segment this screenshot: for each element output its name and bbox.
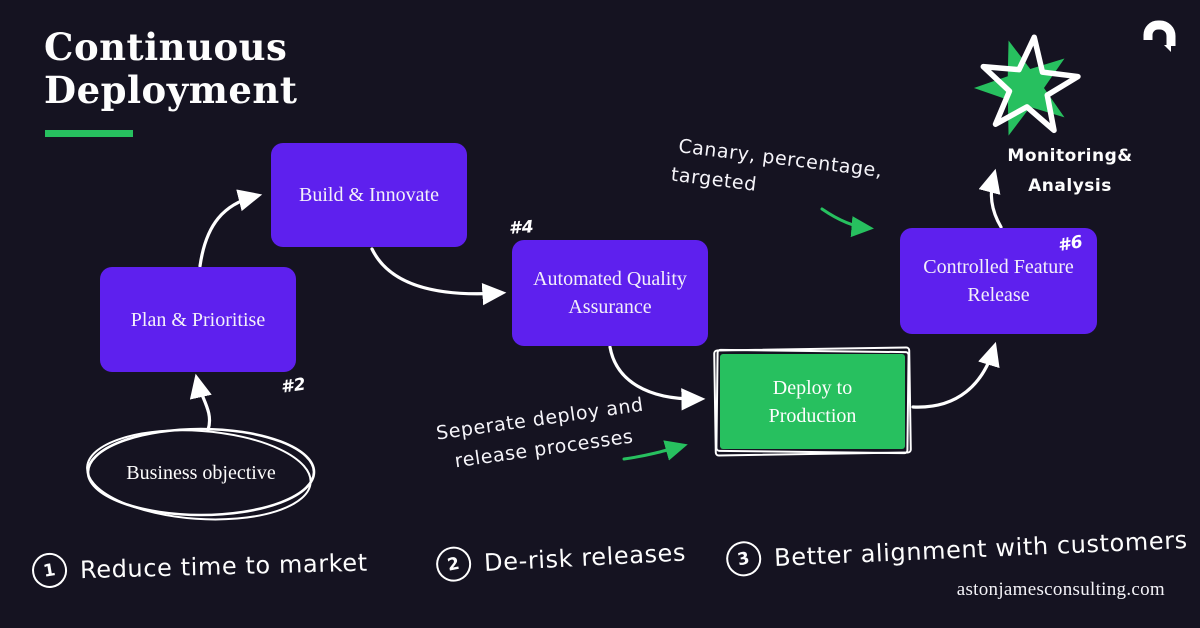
benefit-number-circle: 3 — [723, 538, 765, 580]
node-label: Build & Innovate — [299, 184, 439, 206]
node-build-innovate: Build & Innovate — [271, 143, 467, 247]
node-business-objective: Business objective — [80, 418, 322, 528]
node-label: Business objective — [126, 461, 276, 484]
arrow-plan-to-build — [198, 189, 263, 268]
title-underline — [45, 130, 133, 137]
node-automated-quality-assurance: Automated Quality Assurance — [512, 240, 708, 346]
benefit-reduce-time: 1 Reduce time to market — [29, 545, 369, 591]
website-url: astonjamesconsulting.com — [956, 579, 1165, 600]
benefit-number-circle: 1 — [29, 550, 70, 591]
label-monitoring-analysis: Monitoring& Analysis — [985, 142, 1155, 202]
brand-logo-icon — [1143, 20, 1176, 52]
hand-drawn-ellipse — [86, 427, 316, 521]
monitoring-line1: Monitoring& — [1007, 146, 1133, 166]
node-deploy-to-production: Deploy to Production — [713, 346, 912, 457]
benefit-text: Reduce time to market — [79, 548, 369, 584]
arrow-build-to-aqa — [370, 247, 507, 306]
page-title: Continuous Deployment — [44, 25, 298, 112]
node-tag-2: #2 — [279, 374, 308, 398]
benefit-alignment: 3 Better alignment with customers — [723, 522, 1189, 580]
star-icon — [968, 28, 1084, 150]
node-tag-4: #4 — [508, 217, 536, 239]
annotation-separate-deploy: Seperate deploy and release processes — [419, 388, 665, 482]
node-label: Controlled Feature Release — [923, 256, 1074, 306]
annotation-canary: Canary, percentage, targeted — [670, 132, 908, 217]
benefit-derisk: 2 De-risk releases — [433, 534, 687, 585]
benefit-text: De-risk releases — [483, 537, 687, 577]
node-controlled-feature-release: Controlled Feature Release — [900, 228, 1097, 334]
benefit-text: Better alignment with customers — [773, 525, 1189, 572]
monitoring-line2: Analysis — [1028, 175, 1112, 196]
node-label: Plan & Prioritise — [130, 308, 266, 331]
benefit-number-circle: 2 — [433, 543, 475, 585]
node-label: Deploy to Production — [768, 376, 857, 427]
node-label: Automated Quality Assurance — [533, 268, 687, 318]
arrow-deploy-to-cfr — [911, 341, 1000, 409]
node-plan-prioritise: Plan & Prioritise — [100, 267, 296, 372]
